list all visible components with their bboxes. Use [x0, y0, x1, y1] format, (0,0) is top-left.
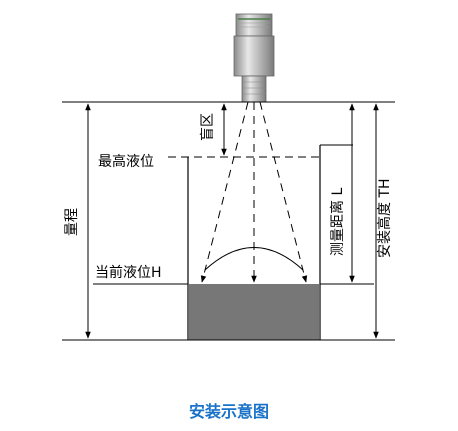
ultrasonic-beams: [200, 101, 308, 283]
install-height-label: 安装高度 TH: [376, 178, 393, 258]
tank: [187, 144, 353, 340]
blind-zone-label: 盲区: [199, 113, 216, 141]
echo-arc: [204, 247, 304, 271]
max-level-label: 最高液位: [98, 153, 154, 170]
range-label: 量程: [64, 208, 80, 236]
diagram-caption: 安装示意图: [188, 402, 269, 421]
measure-distance-label: 测量距离 L: [329, 188, 346, 256]
liquid: [189, 284, 319, 340]
current-level-label: 当前液位H: [95, 264, 162, 281]
ultrasonic-sensor: [233, 13, 275, 103]
